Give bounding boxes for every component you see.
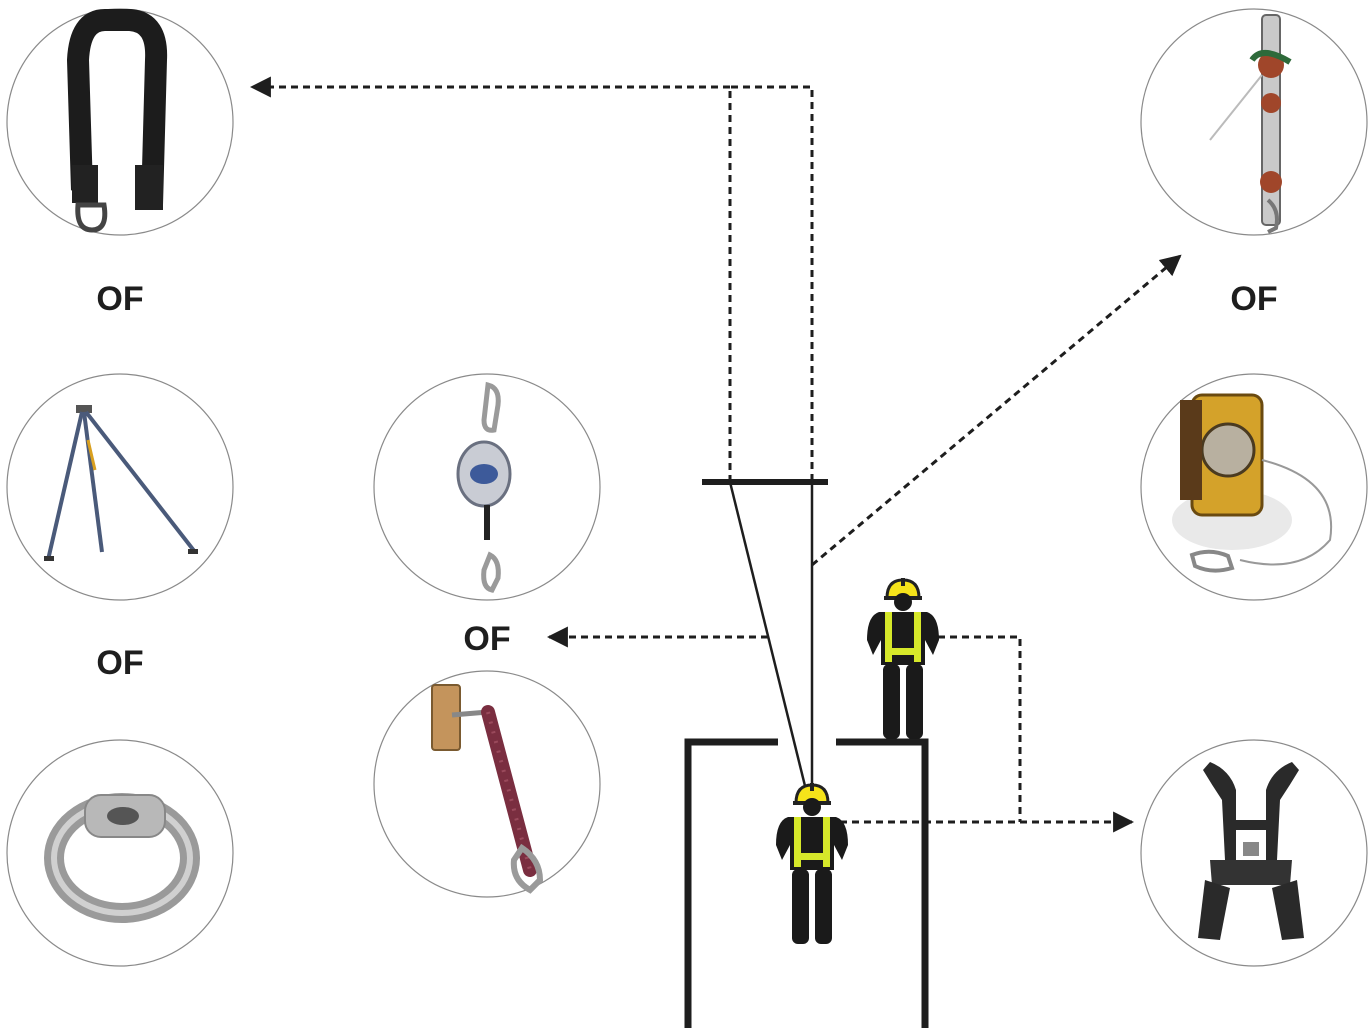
retractable-lifeline-icon: [456, 381, 512, 593]
anchor-ring-icon: [44, 793, 200, 923]
tripod-icon: [44, 405, 198, 561]
winch-item: [1140, 373, 1368, 601]
sling-strap-item: [6, 8, 234, 236]
rescue-pulley-item: [1140, 8, 1368, 236]
harness-icon: [1198, 762, 1304, 940]
lanyard-item: [373, 670, 601, 898]
winch-icon: [1172, 393, 1333, 573]
or-label-top-right: OF: [1230, 280, 1277, 318]
sling-strap-icon: [67, 9, 168, 233]
or-label-mid-left: OF: [96, 644, 143, 682]
lanyard-icon: [431, 684, 544, 894]
worker-in-shaft: [776, 783, 848, 944]
tripod-item: [6, 373, 234, 601]
connector-arrows: [249, 76, 1182, 833]
anchor-ring-item: [6, 739, 234, 967]
worker-top: [867, 578, 939, 739]
retractable-lifeline-item: [373, 373, 601, 601]
harness-item: [1140, 739, 1368, 967]
confined-space-shaft: [684, 738, 929, 1028]
or-label-top-left: OF: [96, 280, 143, 318]
or-label-center: OF: [463, 620, 510, 658]
rescue-pulley-icon: [1209, 14, 1292, 234]
